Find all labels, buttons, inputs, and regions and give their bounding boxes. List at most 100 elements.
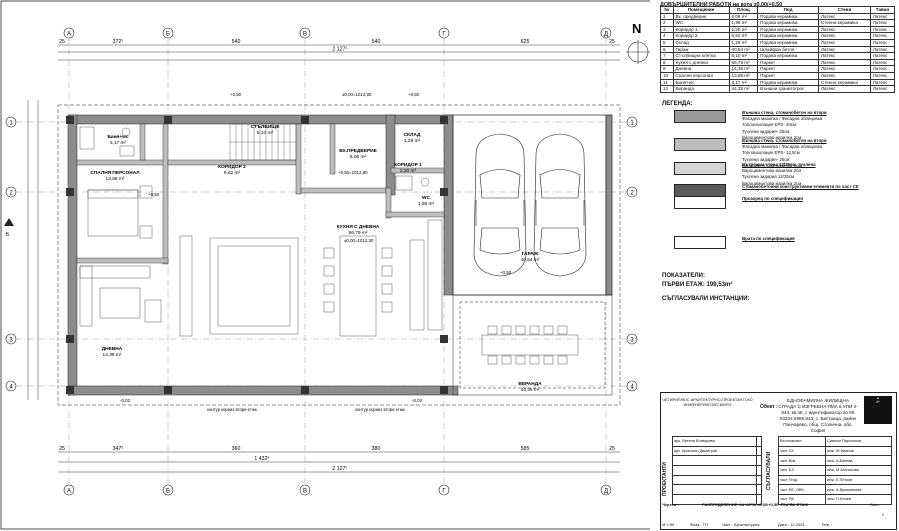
svg-text:+0,50: +0,50 (148, 192, 160, 197)
kitchen-furniture (179, 219, 443, 337)
legend-swatch (674, 162, 726, 175)
legend-line: Фасадна мазилка / Фасадна облицовка (742, 144, 823, 150)
axis-A: А (67, 31, 71, 37)
svg-text:540: 540 (232, 39, 241, 45)
legend-heading: Външна стена, стоманобетон на втори (742, 138, 827, 143)
legend-line: Вароциментова мазилка 2см (742, 180, 802, 186)
legend-line: Топлоизолация EPS- 12,5см (742, 150, 800, 156)
room-bath-name: Баня+wc (107, 134, 128, 140)
legend-line: Тухлена зидария- 25см (742, 128, 790, 134)
svg-text:25: 25 (609, 446, 615, 452)
room-stairs-area: 5,10 m² (257, 130, 274, 136)
legend-line: Топлоизолация EPS- 20см (742, 122, 797, 128)
svg-text:372⁵: 372⁵ (113, 39, 124, 45)
room-bath-area: 3,17 m² (110, 140, 127, 146)
axis-letters-top: А Б В Г Д (63, 27, 612, 39)
veranda-outline (452, 294, 613, 396)
signature-row (672, 484, 763, 496)
phase: Фаза : ТП (690, 522, 708, 527)
room-corridor2-name: КОРИДОР 2 (218, 164, 246, 170)
finishes-title: ДОВЪРШИТЕЛНИ РАБОТИ на кота ±0,00/+0,50 (660, 2, 783, 8)
svg-text:2: 2 (9, 190, 13, 196)
room-living-area: 14,38 m² (103, 352, 122, 358)
firm-name: ЧЕТИРИПЛЮС АРХИТЕКТУРНО-ПРОЕКТАНТСКО ИНЖ… (662, 398, 753, 407)
room-veranda-name: ВЕРАНДА (518, 381, 542, 387)
legend-line: Фасадна мазилка / Фасадна облицовка (742, 116, 823, 122)
car-2 (533, 133, 587, 277)
north-arrow-icon (626, 40, 650, 64)
svg-text:2: 2 (630, 190, 634, 196)
svg-text:+0,50: +0,50 (408, 92, 420, 97)
agreed-label: СЪГЛАСУВАЛИ (766, 451, 772, 490)
cornice-contour (57, 104, 621, 406)
svg-text:±0,00=1012,80: ±0,00=1012,80 (342, 92, 372, 97)
agreed-institutions: СЪГЛАСУВАЛИ ИНСТАНЦИИ: (662, 296, 750, 302)
cornice-note-2: контур корниз втори етаж (355, 407, 405, 412)
signature-row (672, 494, 763, 505)
signature-row: арх. Кристиян Димитров (672, 445, 763, 457)
axis-numbers: 1 2 3 4 1 2 3 4 (5, 116, 638, 392)
rc-columns (66, 116, 448, 394)
axis-V: В (303, 31, 307, 37)
svg-text:380: 380 (372, 446, 381, 452)
title-block (660, 392, 897, 530)
room-garage-area: 40,54 m² (521, 257, 540, 263)
staircase (229, 123, 297, 161)
bottom-total-2: 2 127⁵ (332, 466, 347, 472)
room-wc-name: WC (422, 195, 431, 201)
room-storage-area: 1,29 m² (404, 138, 421, 144)
legend-heading: Вътрешна стена 12/25см, тухлена (742, 162, 816, 167)
svg-text:4: 4 (630, 384, 634, 390)
svg-text:+0,50: +0,50 (230, 92, 242, 97)
signature-row: арх. Витена Бохварова (672, 436, 763, 447)
object-label: Обект : (760, 404, 778, 410)
legend-title: ЛЕГЕНДА: (662, 101, 693, 107)
room-bedroom-area: 13,89 m² (106, 176, 125, 182)
designers-label: ПРОЕКТАНТИ (662, 462, 668, 496)
exterior-walls (67, 114, 459, 396)
svg-text:Б: Б (166, 488, 170, 494)
bedroom-furniture (87, 185, 153, 239)
firm-logo-icon: ▲4+ (864, 396, 892, 424)
total-dim-top: 2 127⁵ (332, 47, 347, 53)
sheet-number: 2 (882, 512, 885, 517)
svg-text:Г: Г (442, 488, 446, 494)
drawing-title: РАЗПРЕДЕЛЕНИЕ НА КОТА ±0,00/+0,50 -ПЪРВИ… (702, 502, 809, 507)
legend-line: Тухлена зидария- 25см (742, 156, 790, 162)
legend-line: Вароциментова мазилка 2см (742, 134, 802, 140)
svg-text:А: А (67, 488, 71, 494)
room-bedroom-name: СПАЛНЯ ПЕРСОНАЛ (90, 170, 140, 176)
room-corridor1-area: 2,20 m² (400, 168, 417, 174)
room-kitchen-name: КУХНЯ С ДНЕВНА (337, 224, 380, 230)
svg-text:1: 1 (9, 120, 13, 126)
room-veranda-area: 44,35 m² (521, 387, 540, 393)
room-stairs-name: СТЪЛБИЩЕ (251, 124, 281, 130)
scale: М 1:50 (662, 522, 675, 527)
room-corridor2-area: 6,62 m² (224, 170, 241, 176)
legend-heading: Прозорец по спецификация (742, 196, 803, 201)
svg-text:+0,50: +0,50 (500, 270, 512, 275)
room-entry-area: 6,06 m² (350, 154, 367, 160)
svg-text:Д: Д (604, 488, 608, 494)
room-labels: Баня+wc 3,17 m² СТЪЛБИЩЕ 5,10 m² ВХ.ПРЕД… (90, 124, 542, 393)
signature-row (672, 465, 763, 476)
garage-outline (452, 114, 613, 296)
svg-text:3: 3 (9, 337, 13, 343)
signature-row: част Геод.инж. Е.Петков (777, 474, 892, 486)
legend-swatch (674, 196, 726, 209)
revision: Рев. : (822, 522, 833, 527)
floor-plan: А Б В Г Д А Б В Г Д 1 2 3 4 1 2 3 4 (0, 0, 650, 530)
signature-row (672, 455, 763, 467)
part: Част : Архитектурна (722, 522, 760, 527)
legend-line: Вароциментова мазилка 2см (742, 162, 802, 168)
